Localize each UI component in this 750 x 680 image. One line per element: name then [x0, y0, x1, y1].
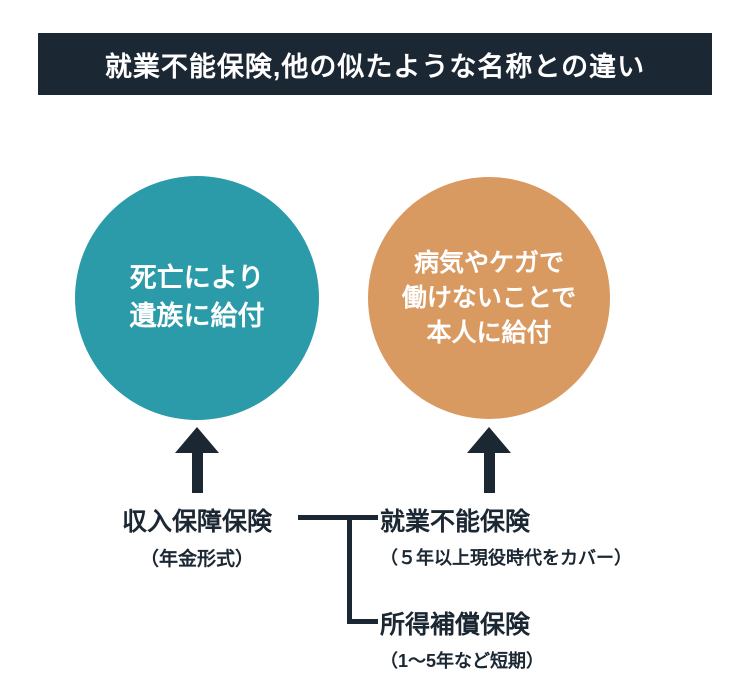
- up-arrow-left-icon: [175, 427, 219, 493]
- arrow-head: [467, 427, 511, 453]
- arrow-shaft: [483, 453, 495, 493]
- title-banner: 就業不能保険,他の似たような名称との違い: [38, 33, 712, 95]
- death-benefit-circle: 死亡により 遺族に給付: [75, 176, 319, 420]
- connector-line-vertical: [347, 515, 352, 624]
- connector-line-horizontal-top: [298, 515, 378, 520]
- up-arrow-right-icon: [467, 427, 511, 493]
- death-benefit-text: 死亡により 遺族に給付: [130, 260, 265, 336]
- label-income-compensation: 所得補償保険 （1〜5年など短期）: [380, 605, 544, 673]
- disability-benefit-text: 病気やケガで 働けないことで 本人に給付: [402, 246, 576, 351]
- connector-line-horizontal-bottom: [347, 619, 378, 624]
- circle-text-line: 働けないことで: [401, 283, 577, 312]
- page-title: 就業不能保険,他の似たような名称との違い: [104, 51, 646, 82]
- label-income-protection-name: 収入保障保険: [121, 508, 272, 536]
- circle-text-line: 本人に給付: [426, 318, 552, 347]
- disability-benefit-circle: 病気やケガで 働けないことで 本人に給付: [368, 177, 610, 419]
- label-income-compensation-name: 所得補償保険: [380, 611, 531, 639]
- label-disability-insurance-note: （５年以上現役時代をカバー）: [380, 548, 632, 568]
- circle-text-line: 病気やケガで: [413, 248, 564, 277]
- arrow-head: [175, 427, 219, 453]
- circle-text-line: 遺族に給付: [129, 301, 265, 331]
- label-income-compensation-note: （1〜5年など短期）: [380, 651, 545, 671]
- arrow-shaft: [191, 453, 203, 493]
- circle-text-line: 死亡により: [129, 263, 265, 294]
- label-income-protection-note: （年金形式）: [139, 549, 254, 570]
- label-income-protection: 収入保障保険 （年金形式）: [75, 502, 319, 571]
- label-disability-insurance: 就業不能保険 （５年以上現役時代をカバー）: [380, 502, 632, 570]
- label-disability-insurance-name: 就業不能保険: [380, 508, 531, 536]
